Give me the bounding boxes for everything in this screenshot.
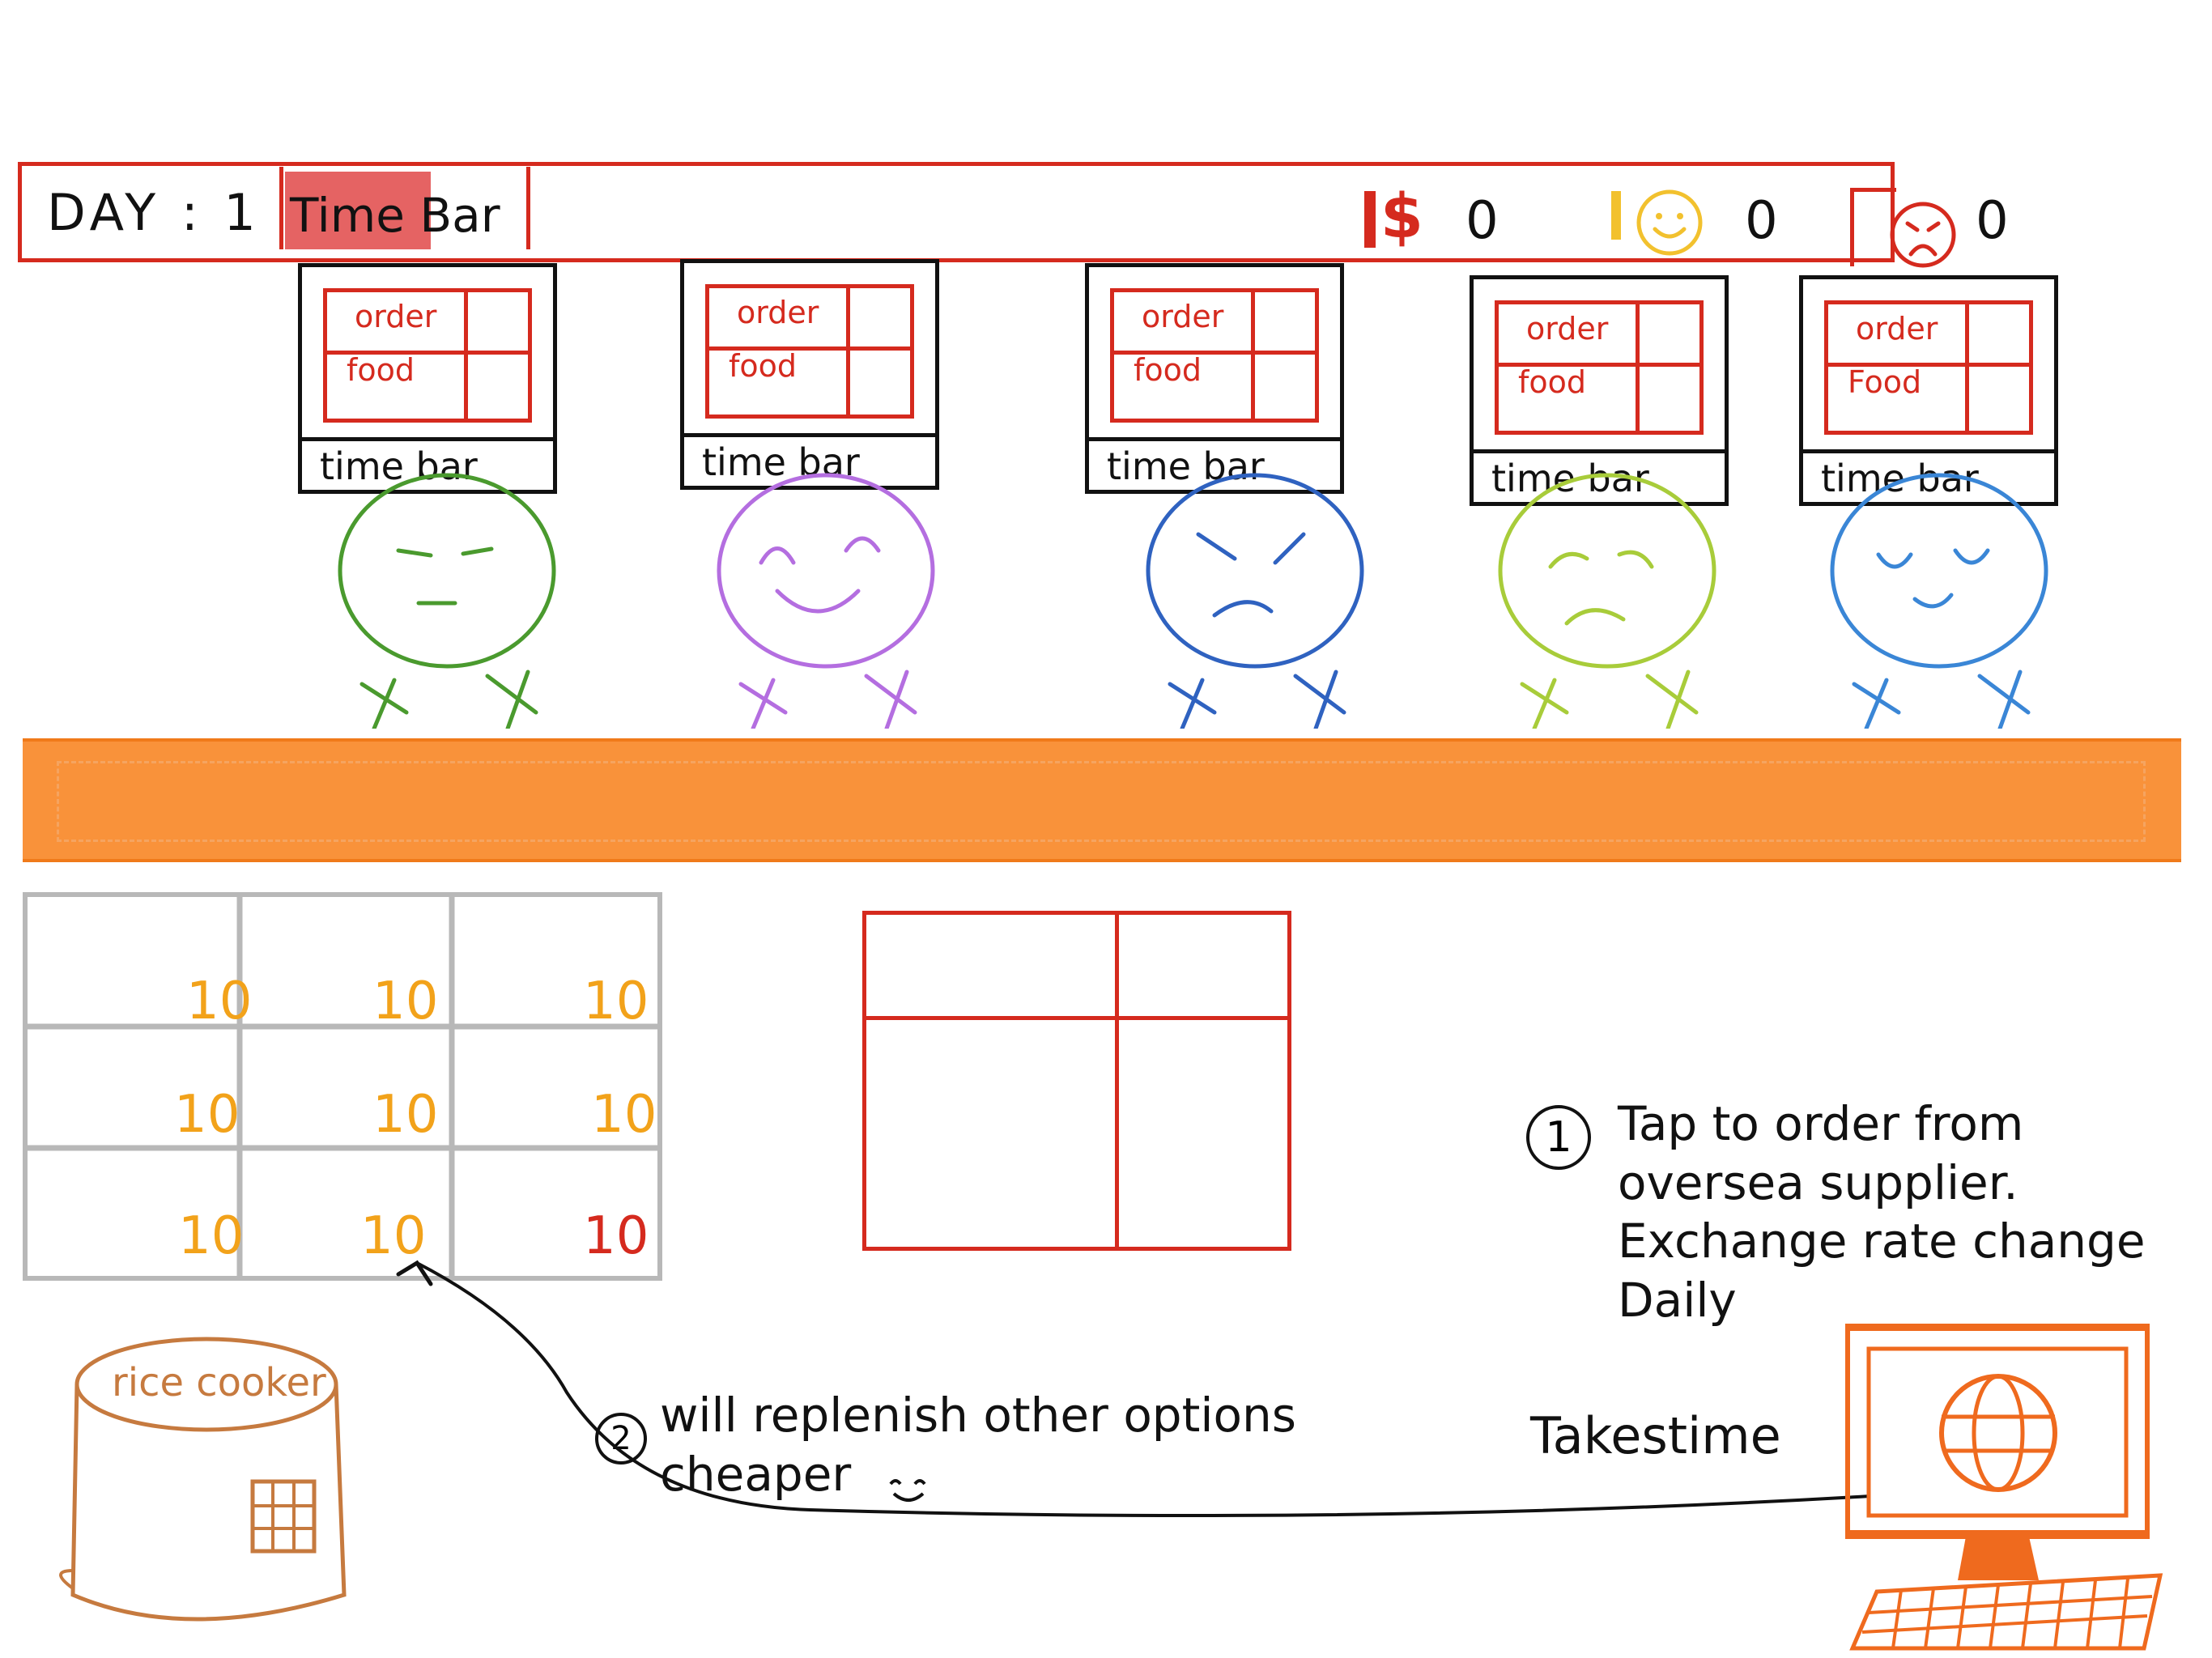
- ingredient-inventory-grid: [23, 892, 662, 1281]
- inventory-grid-lines: [28, 897, 657, 1276]
- plate-divider-horizontal: [862, 1016, 1291, 1020]
- customer-neutral-face-icon[interactable]: [317, 470, 576, 729]
- money-marker: [1364, 191, 1376, 248]
- plate-divider-vertical: [1115, 911, 1119, 1251]
- customer-patience-time-bar: time bar: [1470, 449, 1729, 506]
- day-time-bar: [279, 167, 530, 249]
- ingredient-slot-quantity[interactable]: 10: [591, 1085, 657, 1145]
- order-slot-grid: order food: [1495, 300, 1704, 435]
- food-label: food: [1134, 352, 1202, 388]
- customer-content-face-icon[interactable]: [1810, 470, 2069, 729]
- ingredient-slot-quantity[interactable]: 10: [186, 971, 253, 1031]
- angry-face-icon: [1890, 202, 1956, 268]
- day-time-bar-fill: [285, 172, 431, 249]
- smile-icon: [889, 1479, 926, 1502]
- preparation-plate[interactable]: [862, 911, 1291, 1251]
- ingredient-slot-quantity[interactable]: 10: [583, 1206, 649, 1266]
- order-label: order: [1142, 299, 1224, 334]
- day-time-bar-label: Time Bar: [290, 188, 500, 243]
- note-number-badge: 1: [1526, 1105, 1591, 1170]
- time-bar-label: time bar: [1821, 457, 1979, 500]
- customer-patience-time-bar: time bar: [298, 437, 557, 494]
- rice-cooker-icon[interactable]: [40, 1328, 364, 1652]
- supplier-computer[interactable]: [1844, 1321, 2168, 1653]
- customer-order-card[interactable]: order food: [680, 259, 939, 453]
- order-slot-grid: order food: [1110, 288, 1319, 423]
- happy-value: 0: [1745, 191, 1778, 251]
- order-label: order: [1526, 311, 1609, 346]
- happy-marker: [1611, 191, 1621, 240]
- top-hud-bar: [18, 162, 1895, 262]
- ingredient-slot-quantity[interactable]: 10: [372, 1085, 439, 1145]
- food-label: Food: [1848, 364, 1922, 400]
- takes-time-note: Takestime: [1530, 1406, 1781, 1465]
- food-label: food: [347, 352, 415, 388]
- replenish-arrow: [396, 1260, 1871, 1518]
- money-icon: $: [1380, 180, 1423, 252]
- note-number-badge: 2: [595, 1413, 647, 1465]
- rice-cooker-label: rice cooker: [112, 1360, 326, 1405]
- customer-worried-face-icon[interactable]: [1478, 470, 1737, 729]
- food-label: food: [1518, 364, 1586, 400]
- order-slot-grid: order food: [705, 284, 914, 419]
- globe-icon: [1939, 1374, 2057, 1492]
- angry-value: 0: [1976, 191, 2009, 251]
- time-bar-label: time bar: [320, 444, 478, 488]
- customer-patience-time-bar: time bar: [1799, 449, 2058, 506]
- customer-order-card[interactable]: order food: [1470, 275, 1729, 470]
- day-counter: DAY : 1: [47, 183, 261, 242]
- ingredient-slot-quantity[interactable]: 10: [583, 971, 649, 1031]
- ingredient-slot-quantity[interactable]: 10: [360, 1206, 427, 1266]
- order-label: order: [737, 295, 819, 330]
- ingredient-slot-quantity[interactable]: 10: [174, 1085, 240, 1145]
- angry-frame: [1850, 188, 1896, 266]
- time-bar-label: time bar: [1491, 457, 1649, 500]
- ingredient-slot-quantity[interactable]: 10: [178, 1206, 245, 1266]
- money-value: 0: [1465, 191, 1499, 251]
- order-slot-grid: order food: [323, 288, 532, 423]
- order-label: order: [1856, 311, 1938, 346]
- customer-order-card[interactable]: order food: [298, 263, 557, 457]
- supplier-order-note: Tap to order from oversea supplier. Exch…: [1618, 1096, 2146, 1328]
- food-label: food: [729, 348, 797, 384]
- order-label: order: [355, 299, 437, 334]
- counter-texture: [57, 761, 2146, 842]
- replenish-note: will replenish other options cheaper: [660, 1388, 1296, 1502]
- time-bar-label: time bar: [1107, 444, 1265, 488]
- customer-order-card[interactable]: order food: [1085, 263, 1344, 457]
- happy-face-icon: [1636, 189, 1703, 256]
- customer-angry-face-icon[interactable]: [1125, 470, 1385, 729]
- ingredient-slot-quantity[interactable]: 10: [372, 971, 439, 1031]
- customer-happy-face-icon[interactable]: [696, 470, 955, 729]
